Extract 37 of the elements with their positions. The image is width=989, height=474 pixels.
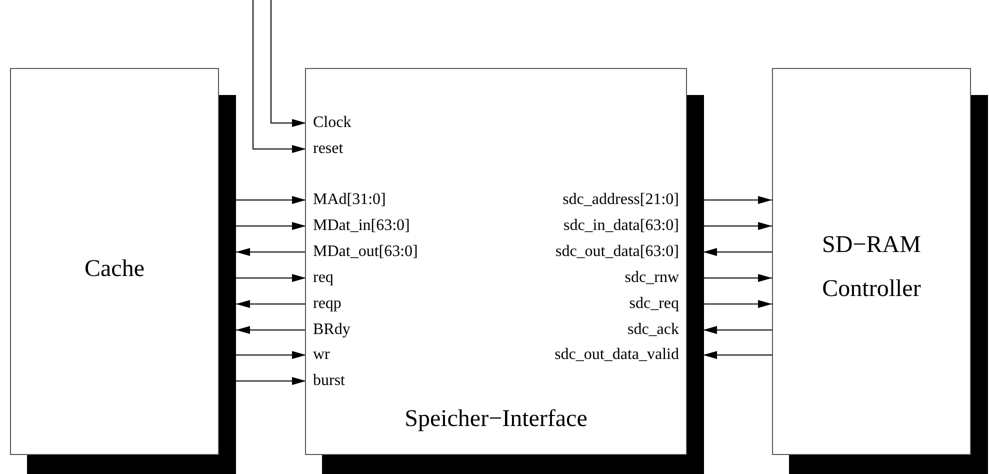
block-title: Cache bbox=[84, 255, 146, 284]
pin-label: sdc_address[21:0] bbox=[562, 190, 686, 210]
signal-arrow bbox=[236, 196, 306, 204]
signal-arrow bbox=[236, 351, 306, 359]
signal-arrow bbox=[236, 248, 306, 256]
block-title: Speicher−Interface bbox=[404, 405, 588, 434]
pin-label: MDat_in[63:0] bbox=[306, 216, 410, 236]
signal-arrow bbox=[252, 0, 306, 153]
signal-arrow bbox=[702, 351, 772, 359]
pin-label: Clock bbox=[306, 113, 352, 133]
pin-label: wr bbox=[306, 345, 330, 365]
pin-label: MDat_out[63:0] bbox=[306, 242, 418, 262]
signal-arrow bbox=[702, 326, 772, 334]
signal-arrow bbox=[236, 274, 306, 282]
signal-arrow bbox=[702, 274, 772, 282]
signal-arrow bbox=[702, 196, 772, 204]
pin-label: sdc_rnw bbox=[624, 268, 686, 288]
pin-label: sdc_out_data_valid bbox=[554, 345, 686, 365]
block-title: SD−RAM Controller bbox=[821, 231, 922, 304]
signal-arrow bbox=[236, 377, 306, 385]
signal-arrow bbox=[236, 300, 306, 308]
signal-arrow bbox=[236, 326, 306, 334]
pin-label: MAd[31:0] bbox=[306, 190, 386, 210]
pin-label: BRdy bbox=[306, 320, 350, 340]
pin-label: sdc_in_data[63:0] bbox=[563, 216, 686, 236]
pin-label: reqp bbox=[306, 294, 342, 314]
signal-arrow bbox=[702, 300, 772, 308]
pin-label: sdc_ack bbox=[627, 320, 686, 340]
pin-label: reset bbox=[306, 139, 344, 159]
pin-label: sdc_req bbox=[629, 294, 686, 314]
pin-label: burst bbox=[306, 371, 345, 391]
signal-arrow bbox=[236, 222, 306, 230]
signal-arrow bbox=[270, 0, 306, 127]
pin-label: sdc_out_data[63:0] bbox=[555, 242, 686, 262]
pin-label: req bbox=[306, 268, 334, 288]
signal-arrow bbox=[702, 222, 772, 230]
signal-arrow bbox=[702, 248, 772, 256]
